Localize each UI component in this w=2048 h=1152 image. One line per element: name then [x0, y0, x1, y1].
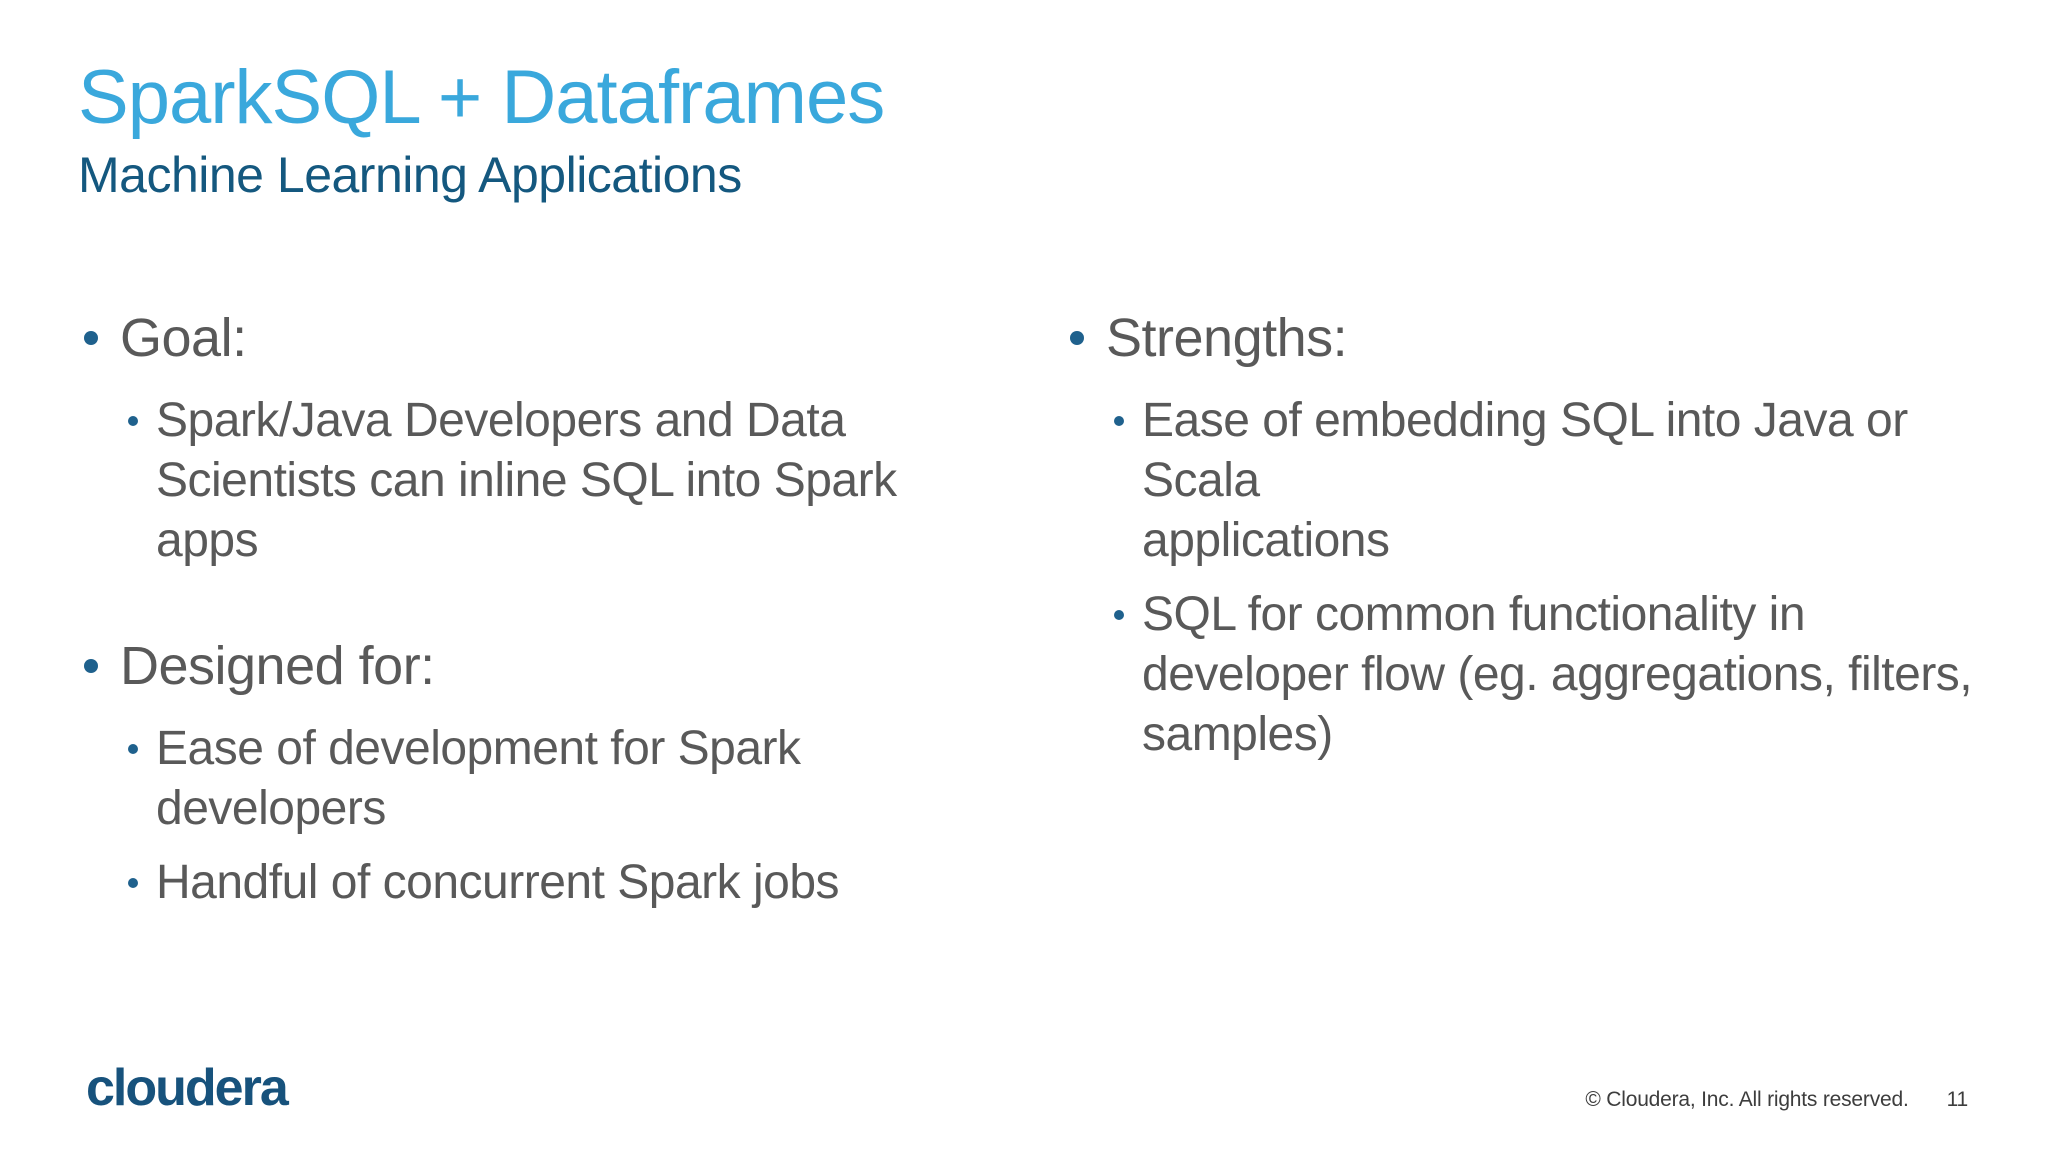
bullet-icon — [84, 331, 98, 345]
slide-title: SparkSQL + Dataframes — [78, 55, 885, 140]
bullet-icon — [1114, 610, 1124, 620]
bullet-subitem: Ease of development for Spark developers — [128, 719, 992, 839]
bullet-subitem: SQL for common functionality in develope… — [1114, 585, 2008, 765]
bullet-text: Ease of development for Spark developers — [156, 722, 801, 835]
bullet-icon — [1114, 416, 1124, 426]
bullet-group-designed-for: Designed for: Ease of development for Sp… — [82, 633, 992, 913]
page-number: 11 — [1946, 1088, 1969, 1111]
bullet-text: Spark/Java Developers and Data Scientist… — [156, 394, 897, 567]
bullet-icon — [84, 659, 98, 673]
bullet-item-goal: Goal: — [82, 305, 992, 371]
slide-footer: © Cloudera, Inc. All rights reserved. 11 — [1585, 1088, 1968, 1112]
bullet-text: SQL for common functionality in develope… — [1142, 588, 1973, 761]
bullet-item-designed-for: Designed for: — [82, 633, 992, 699]
bullet-icon — [1070, 331, 1084, 345]
bullet-subitem: Ease of embedding SQL into Java or Scala… — [1114, 391, 2008, 571]
bullet-label: Goal: — [120, 308, 247, 368]
left-column: Goal: Spark/Java Developers and Data Sci… — [82, 305, 992, 927]
bullet-group-goal: Goal: Spark/Java Developers and Data Sci… — [82, 305, 992, 571]
bullet-group-strengths: Strengths: Ease of embedding SQL into Ja… — [1068, 305, 2008, 765]
bullet-label: Strengths: — [1106, 308, 1348, 368]
bullet-subitem: Handful of concurrent Spark jobs — [128, 853, 992, 913]
right-column: Strengths: Ease of embedding SQL into Ja… — [1068, 305, 2008, 779]
copyright-text: © Cloudera, Inc. All rights reserved. — [1585, 1088, 1909, 1111]
bullet-text: Handful of concurrent Spark jobs — [156, 856, 840, 909]
bullet-icon — [128, 744, 138, 754]
bullet-subitem: Spark/Java Developers and Data Scientist… — [128, 391, 992, 571]
bullet-label: Designed for: — [120, 636, 435, 696]
slide-subtitle: Machine Learning Applications — [78, 147, 742, 204]
bullet-text: Ease of embedding SQL into Java or Scala… — [1142, 394, 1908, 567]
bullet-item-strengths: Strengths: — [1068, 305, 2008, 371]
bullet-icon — [128, 416, 138, 426]
bullet-icon — [128, 878, 138, 888]
slide-header: SparkSQL + Dataframes Machine Learning A… — [78, 54, 885, 205]
cloudera-logo: cloudera — [86, 1059, 289, 1117]
